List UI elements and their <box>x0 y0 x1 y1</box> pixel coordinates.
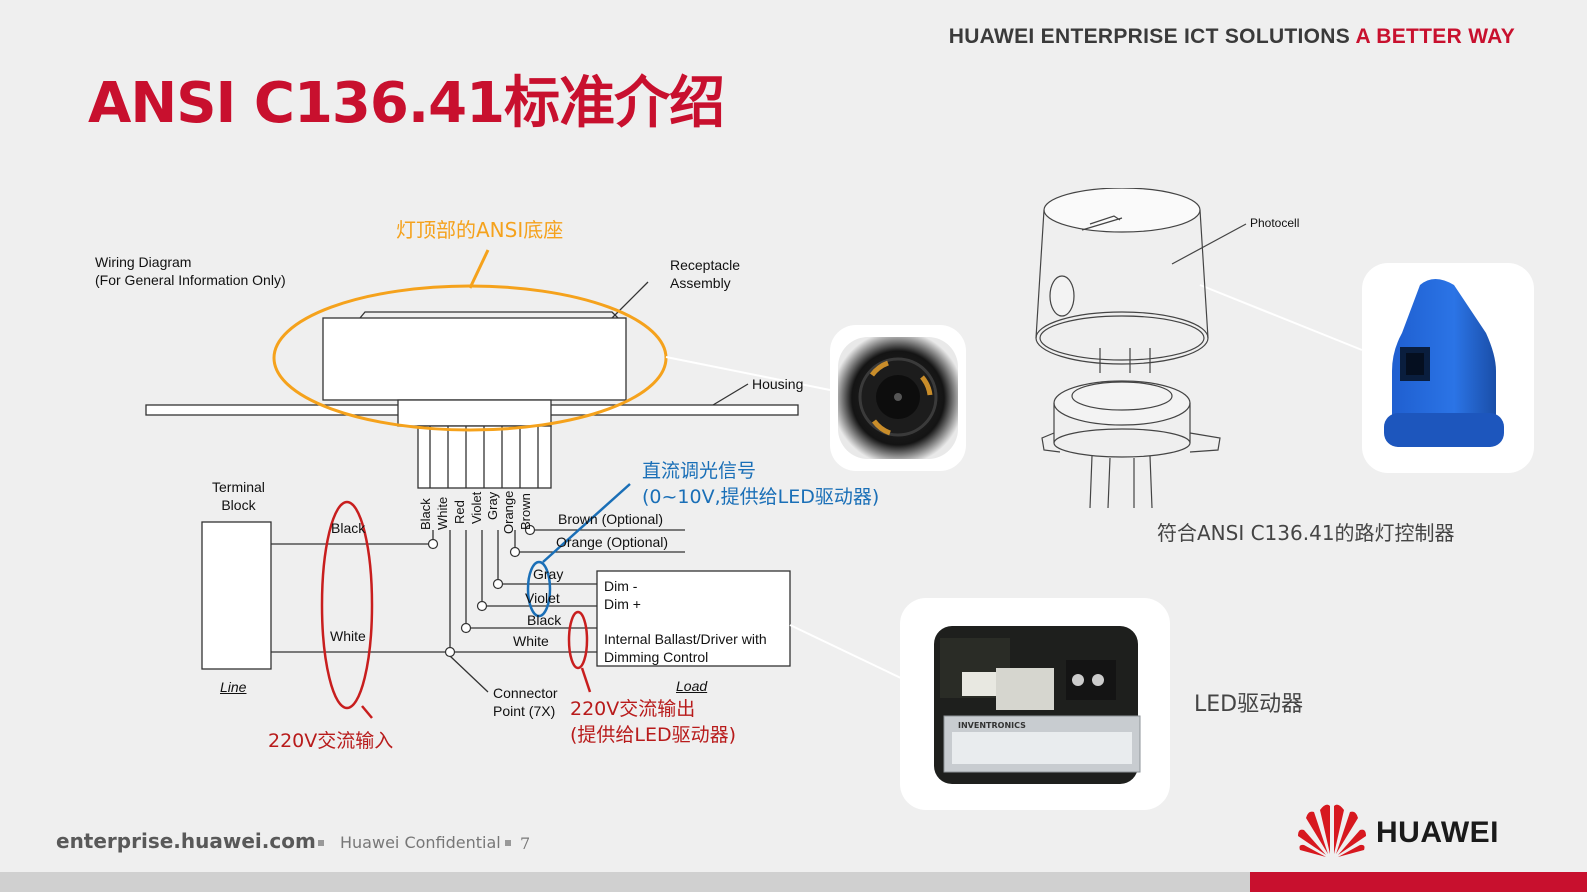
wire-label-black: Black <box>418 498 433 530</box>
wiring-diagram-title: Wiring Diagram (For General Information … <box>95 254 286 288</box>
ac-output-annotation: 220V交流输出 (提供给LED驱动器) <box>570 698 737 746</box>
connector-point <box>476 600 488 612</box>
connector-point <box>444 646 456 658</box>
controller-caption: 符合ANSI C136.41的路灯控制器 <box>1157 521 1455 545</box>
controller-photo <box>1384 279 1504 447</box>
led-driver-photo-card: INVENTRONICS <box>900 598 1170 810</box>
wire-label-brown: Brown <box>518 493 533 530</box>
receptacle-photo <box>838 337 958 459</box>
ac-input-highlight <box>320 500 374 710</box>
wire-label-violet: Violet <box>469 491 484 524</box>
driver-box <box>596 570 791 667</box>
receptacle-top <box>359 311 619 319</box>
dimming-annotation: 直流调光信号 (0~10V,提供给LED驱动器) <box>642 460 880 508</box>
connector-point <box>524 524 536 536</box>
receptacle-label: Receptacle Assembly <box>670 257 741 291</box>
controller-photo-card <box>1362 263 1534 473</box>
wire-label-white: White <box>435 496 450 530</box>
ac-output-highlight <box>567 610 589 670</box>
huawei-logo-icon <box>1298 804 1366 857</box>
footer-bar <box>0 872 1587 892</box>
ansi-base-pointer <box>468 249 490 289</box>
dimming-pointer <box>542 483 631 563</box>
header-tagline: HUAWEI ENTERPRISE ICT SOLUTIONS A BETTER… <box>949 25 1515 49</box>
led-driver-photo: INVENTRONICS <box>934 626 1141 784</box>
connector-leader <box>449 655 489 693</box>
dimming-highlight <box>526 560 552 618</box>
receptacle-stem <box>397 399 552 427</box>
left-wire-white-label: White <box>330 628 366 644</box>
footer-accent-bar <box>1250 872 1587 892</box>
wire-white-label: White <box>513 633 549 649</box>
footer-separator <box>505 840 511 846</box>
driver-dim-labels: Dim - Dim + <box>604 578 641 612</box>
ansi-base-annotation: 灯顶部的ANSI底座 <box>396 218 564 242</box>
photocell-label: Photocell <box>1250 216 1300 230</box>
huawei-logo-text: HUAWEI <box>1376 816 1499 849</box>
wire-label-orange: Orange <box>501 490 516 534</box>
line-label: Line <box>220 679 247 695</box>
driver-brand-text: INVENTRONICS <box>958 721 1026 730</box>
tagline-text: HUAWEI ENTERPRISE ICT SOLUTIONS <box>948 25 1351 48</box>
driver-description: Internal Ballast/Driver with Dimming Con… <box>604 631 767 665</box>
connector-point <box>492 578 504 590</box>
connector-point <box>509 546 521 558</box>
terminal-block-label: Terminal Block <box>212 479 265 513</box>
terminal-block <box>201 521 272 670</box>
photocell-drawing <box>1035 188 1247 509</box>
housing-label: Housing <box>752 376 804 392</box>
wire-violet-label: Violet <box>525 590 560 606</box>
wire-black-label: Black <box>527 612 562 628</box>
footer-separator <box>318 840 324 846</box>
tagline-accent: A BETTER WAY <box>1355 25 1515 48</box>
wire-orange-label: Orange (Optional) <box>556 534 669 550</box>
wire-gray-label: Gray <box>533 566 564 582</box>
left-wire-black-label: Black <box>331 520 366 536</box>
receptacle-leader <box>611 281 649 319</box>
connector-point <box>427 538 439 550</box>
footer-confidential: Huawei Confidential <box>340 833 501 852</box>
connector-point-label: Connector Point (7X) <box>493 685 558 719</box>
ac-input-annotation: 220V交流输入 <box>268 730 394 752</box>
footer-url[interactable]: enterprise.huawei.com <box>56 829 316 853</box>
housing-leader <box>712 383 749 406</box>
connector-point <box>460 622 472 634</box>
page-number: 7 <box>520 834 531 853</box>
led-driver-caption: LED驱动器 <box>1194 692 1304 717</box>
receptacle-body <box>322 317 627 401</box>
wire-label-red: Red <box>452 500 467 524</box>
slide-title: ANSI C136.41标准介绍 <box>88 71 725 136</box>
wire-label-gray: Gray <box>485 491 500 520</box>
load-label: Load <box>676 678 708 694</box>
receptacle-photo-card <box>830 325 966 471</box>
wire-brown-label: Brown (Optional) <box>558 511 664 527</box>
